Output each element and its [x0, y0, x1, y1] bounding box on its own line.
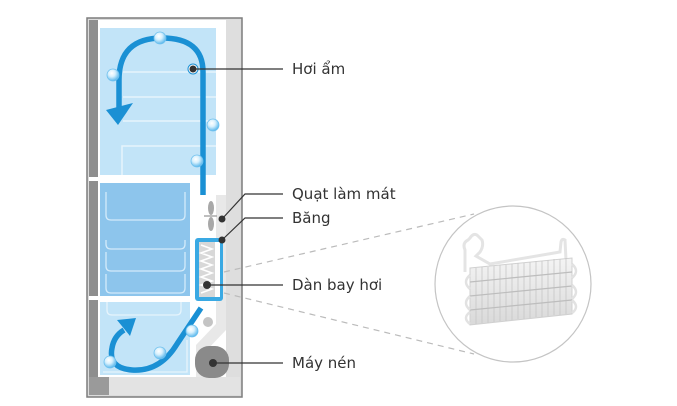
label-moist-air: Hơi ẩm	[292, 60, 346, 78]
label-compressor: Máy nén	[292, 354, 357, 372]
moisture-droplet	[206, 118, 220, 132]
label-evaporator: Dàn bay hơi	[292, 276, 383, 294]
evaporator-icon	[195, 238, 223, 301]
zoom-dash-lower	[223, 292, 475, 355]
moisture-droplet	[106, 68, 120, 82]
freezer-drawer	[105, 240, 186, 250]
label-cooling-fan: Quạt làm mát	[292, 185, 396, 203]
coil-zigzag	[198, 244, 215, 294]
moisture-bubbles	[103, 31, 220, 369]
crisper-drawer	[121, 145, 216, 175]
door-seal	[89, 20, 98, 395]
drain-hole	[203, 317, 213, 327]
bottom-drawer	[106, 302, 182, 316]
ice-layer	[215, 242, 220, 297]
tube-bends	[464, 263, 578, 325]
leader-line-fan	[221, 193, 283, 220]
freezer-compartment-bg	[100, 183, 190, 296]
airflow-arrowhead	[117, 318, 136, 336]
moisture-droplet	[153, 31, 167, 45]
moisture-droplet	[185, 324, 199, 338]
label-ice: Băng	[292, 209, 331, 227]
divider-notch	[89, 296, 99, 300]
airflow-arrowhead	[106, 103, 133, 125]
zoom-dash-upper	[223, 213, 475, 273]
evaporator-closeup	[434, 205, 592, 363]
freezer-drawer	[105, 274, 186, 294]
coil-tubes	[469, 271, 573, 311]
cabinet-foot	[89, 377, 109, 395]
leader-lines	[187, 63, 283, 367]
airflow-arrow-bottom	[108, 306, 204, 373]
leader-line-ice	[221, 217, 283, 241]
moisture-droplet	[190, 154, 204, 168]
freezer-compartment	[100, 183, 190, 296]
refrigerant-pipe	[462, 232, 568, 274]
cooling-fan-icon	[204, 201, 217, 231]
zoom-callout-lines	[223, 213, 475, 355]
divider-notch	[89, 177, 99, 181]
moisture-droplet	[153, 346, 167, 360]
freezer-drawer	[105, 192, 186, 221]
cabinet-base	[109, 377, 240, 395]
freezer-drawer	[105, 252, 186, 272]
airflow-path	[108, 306, 204, 373]
moisture-droplet	[103, 355, 117, 369]
evaporator-coil	[199, 242, 215, 297]
